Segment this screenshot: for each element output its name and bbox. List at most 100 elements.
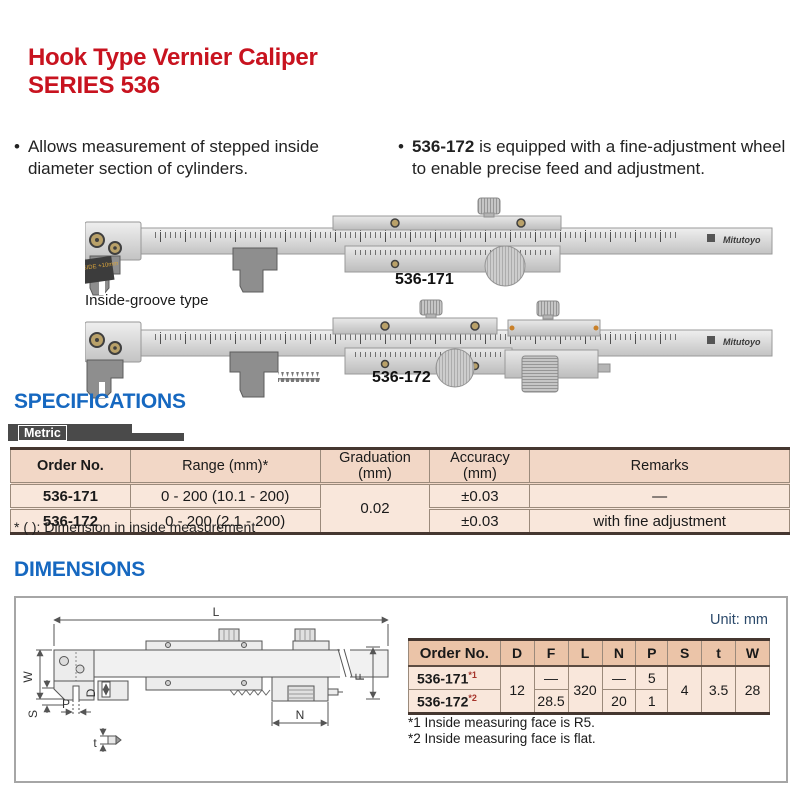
fixed-head bbox=[85, 321, 142, 363]
adjust-pin bbox=[597, 363, 611, 373]
accuracy: ±0.03 bbox=[429, 482, 531, 509]
val-N: — bbox=[601, 665, 637, 690]
dim-label-D: D bbox=[84, 688, 98, 697]
page-title-line2: SERIES 536 bbox=[28, 72, 160, 99]
val-P: 1 bbox=[635, 689, 669, 714]
brass-screw-icon bbox=[509, 325, 515, 331]
caliper2-type-label: Inside-groove type bbox=[85, 292, 209, 309]
order-no: 536-171 bbox=[10, 482, 131, 509]
specifications-heading: SPECIFICATIONS bbox=[14, 390, 186, 413]
order-no: 536-172 bbox=[10, 507, 131, 534]
dimensions-heading: DIMENSIONS bbox=[14, 558, 146, 581]
val-N: 20 bbox=[601, 689, 637, 714]
dim-label-W: W bbox=[21, 671, 35, 683]
order-no: 536-171*1 bbox=[408, 665, 501, 690]
col-accuracy: Accuracy (mm) bbox=[429, 448, 531, 484]
dim-label-S: S bbox=[26, 710, 40, 718]
product-label-536-172: 536-172 bbox=[372, 369, 431, 386]
col-range: Range (mm)* bbox=[129, 448, 321, 484]
remarks: with fine adjustment bbox=[529, 507, 790, 534]
movable-hook-jaw bbox=[229, 351, 320, 398]
brand-text: Mitutoyo bbox=[723, 337, 761, 347]
col-order-no: Order No. bbox=[408, 639, 501, 667]
bullet-icon: • bbox=[14, 137, 20, 156]
range: 0 - 200 (10.1 - 200) bbox=[129, 482, 321, 509]
dimensions-table: Order No. D F L N P S t W 536-171*1 12 —… bbox=[408, 638, 770, 715]
code-mark bbox=[707, 336, 715, 344]
order-no: 536-172*2 bbox=[408, 689, 501, 714]
col-D: D bbox=[499, 639, 535, 667]
brand-text: Mitutoyo bbox=[723, 235, 761, 245]
bullet-icon: • bbox=[398, 137, 404, 156]
dim-row-536-171: 536-171*1 12 — 320 — 5 4 3.5 28 bbox=[408, 665, 770, 714]
spec-header-row: Order No. Range (mm)* Graduation (mm) Ac… bbox=[10, 448, 790, 484]
fixed-hook-jaw: INSIDE +10mm bbox=[85, 255, 121, 296]
col-remarks: Remarks bbox=[529, 448, 790, 484]
metric-tab: Metric bbox=[8, 424, 132, 441]
val-F: 28.5 bbox=[533, 689, 569, 714]
dimension-drawing: L W D S P t N F bbox=[21, 605, 389, 752]
clamp-thumbscrew bbox=[477, 197, 501, 218]
fine-thumbscrew bbox=[536, 300, 560, 320]
screw-icon bbox=[380, 359, 390, 369]
caliper-536-171-photo: Mitutoyo INSIDE +10mm bbox=[85, 197, 773, 296]
col-S: S bbox=[667, 639, 703, 667]
val-W: 28 bbox=[735, 665, 770, 714]
val-L: 320 bbox=[567, 665, 603, 714]
val-P: 5 bbox=[635, 665, 669, 690]
movable-hook-jaw bbox=[232, 247, 278, 293]
col-W: W bbox=[735, 639, 770, 667]
feature-bullet-2: • 536-172 is equipped with a fine-adjust… bbox=[398, 136, 790, 180]
code-mark bbox=[707, 234, 715, 242]
feature-text-2: 536-172 is equipped with a fine-adjustme… bbox=[411, 137, 786, 178]
col-F: F bbox=[533, 639, 569, 667]
range: 0 - 200 (2.1 - 200) bbox=[129, 507, 321, 534]
metric-tab-label: Metric bbox=[18, 425, 67, 441]
dim-header-row: Order No. D F L N P S t W bbox=[408, 639, 770, 667]
col-N: N bbox=[601, 639, 637, 667]
caliper-536-172-photo: Mitutoyo bbox=[85, 299, 773, 399]
page-title-line1: Hook Type Vernier Caliper bbox=[28, 44, 318, 71]
clamp-thumbscrew bbox=[419, 299, 443, 319]
inside-tag: INSIDE +10mm bbox=[85, 255, 119, 284]
dimension-footnotes: *1 Inside measuring face is R5. *2 Insid… bbox=[408, 715, 596, 747]
col-P: P bbox=[635, 639, 669, 667]
slider-assembly bbox=[332, 197, 562, 287]
graduation: 0.02 bbox=[319, 482, 431, 534]
feature-bullet-1: • Allows measurement of stepped inside d… bbox=[14, 136, 386, 180]
slider-assembly bbox=[332, 299, 611, 393]
col-L: L bbox=[567, 639, 603, 667]
footnote-mark: *2 bbox=[468, 692, 477, 703]
accuracy: ±0.03 bbox=[429, 507, 531, 534]
footnote-1: *1 Inside measuring face is R5. bbox=[408, 715, 595, 730]
col-order-no: Order No. bbox=[10, 448, 131, 484]
unit-label: Unit: mm bbox=[710, 612, 768, 628]
spec-row-536-171: 536-171 0 - 200 (10.1 - 200) 0.02 ±0.03 … bbox=[10, 482, 790, 534]
fine-adjustment-unit bbox=[504, 349, 611, 393]
dim-row-536-172: 536-172*2 28.5 20 1 bbox=[408, 689, 770, 714]
val-D: 12 bbox=[499, 665, 535, 714]
col-t: t bbox=[701, 639, 737, 667]
dim-label-L: L bbox=[213, 605, 220, 619]
fine-clamp bbox=[507, 319, 601, 337]
fixed-hook-jaw bbox=[86, 359, 124, 399]
val-t: 3.5 bbox=[701, 665, 737, 714]
spec-row-536-172: 536-172 0 - 200 (2.1 - 200) ±0.03 with f… bbox=[10, 507, 790, 534]
page-title: Hook Type Vernier Caliper SERIES 536 bbox=[28, 44, 318, 100]
product-label-536-171: 536-171 bbox=[395, 271, 454, 288]
fixed-head bbox=[85, 221, 142, 261]
dim-label-t: t bbox=[93, 736, 97, 750]
feature-text-1: Allows measurement of stepped inside dia… bbox=[27, 137, 319, 178]
screw-icon bbox=[390, 218, 400, 228]
col-graduation: Graduation (mm) bbox=[319, 448, 431, 484]
val-S: 4 bbox=[667, 665, 703, 714]
screw-icon bbox=[380, 321, 390, 331]
val-F: — bbox=[533, 665, 569, 690]
metric-tab-step bbox=[132, 433, 184, 441]
screw-icon bbox=[516, 218, 526, 228]
remarks: — bbox=[529, 482, 790, 509]
screw-icon bbox=[470, 321, 480, 331]
footnote-mark: *1 bbox=[468, 669, 477, 680]
brass-screw-icon bbox=[593, 325, 599, 331]
